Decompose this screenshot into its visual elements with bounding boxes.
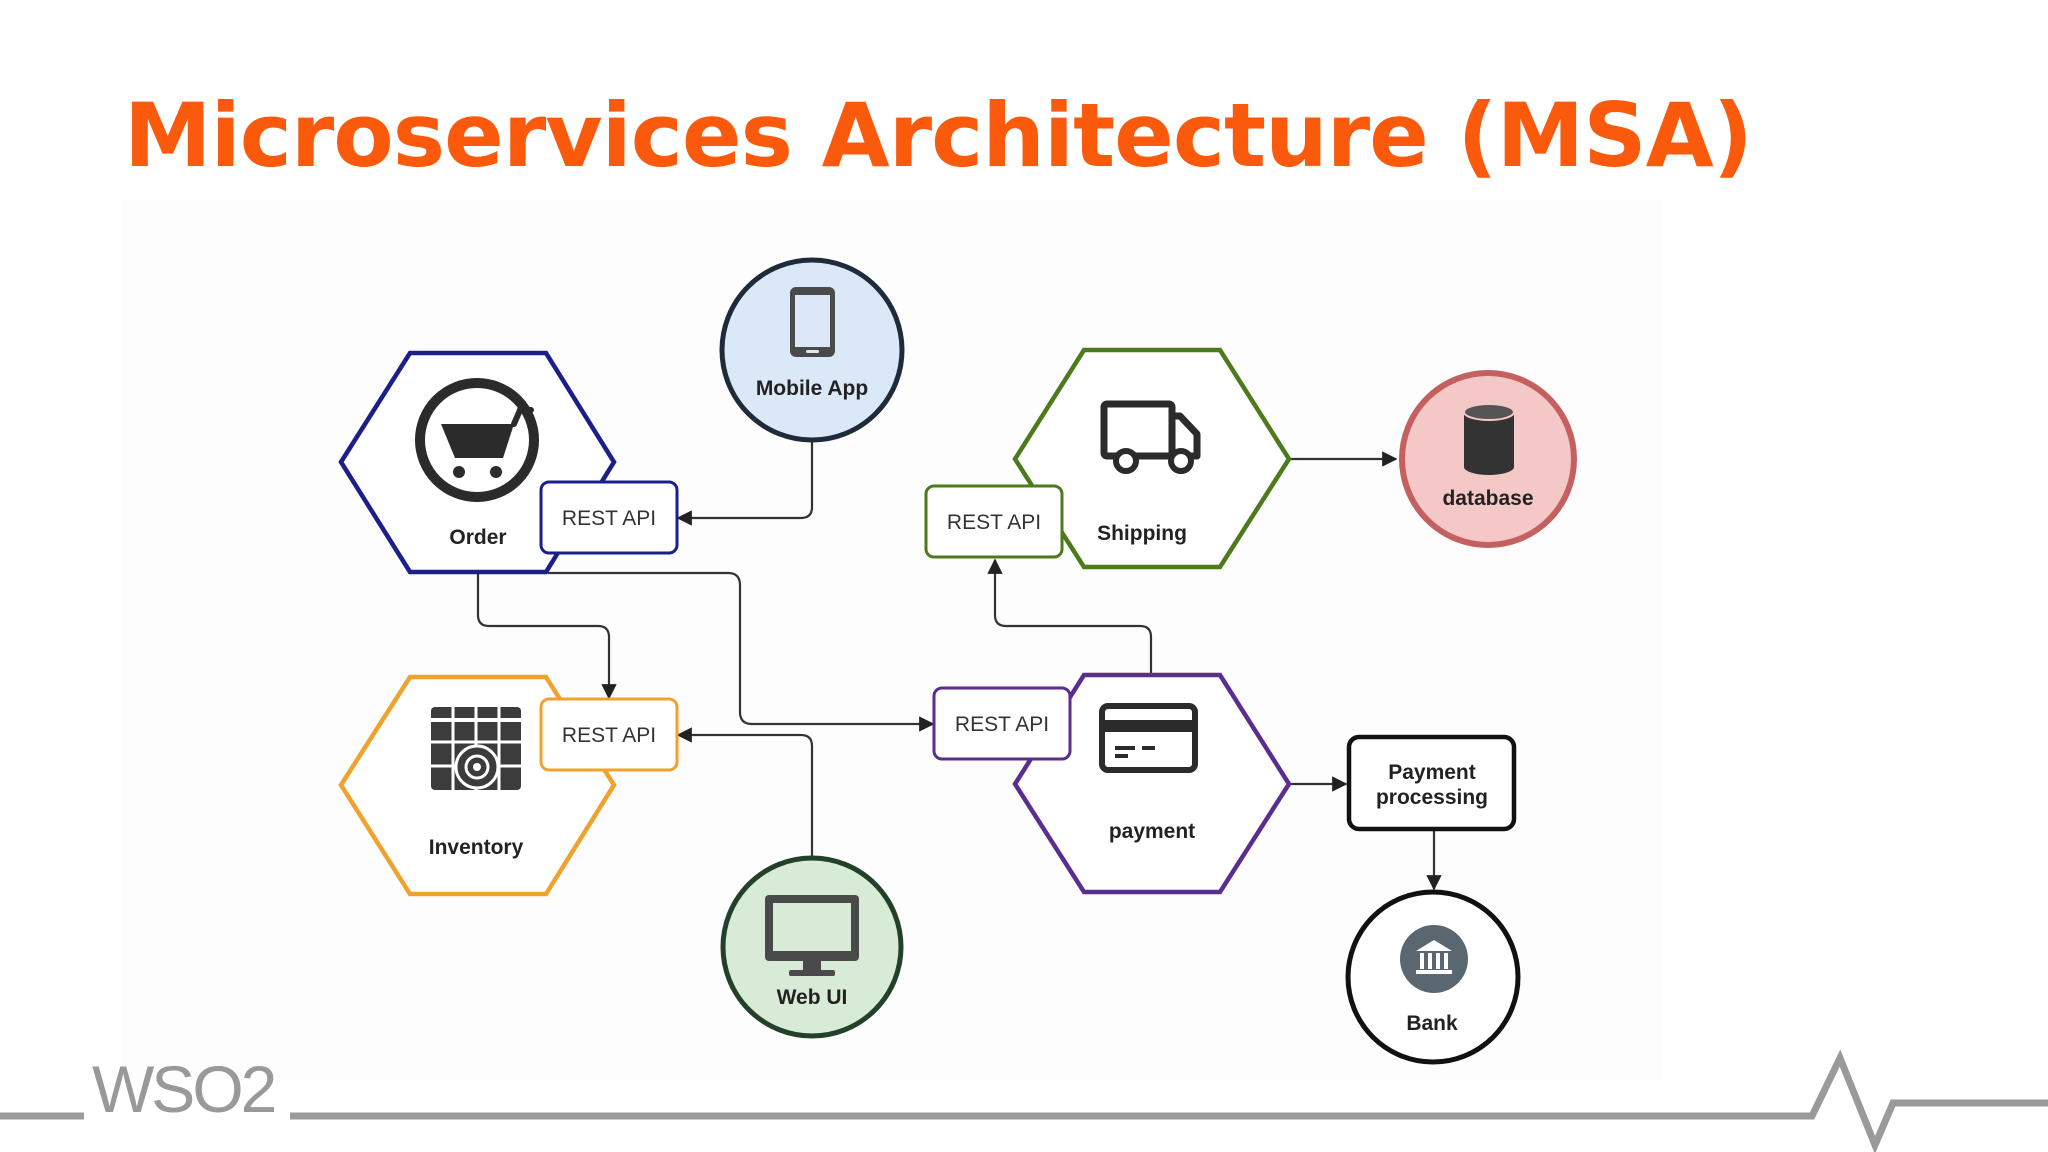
bank-label: Bank [1406,1012,1458,1035]
payment-rest-api-box [932,686,1072,761]
database-label: database [1442,487,1533,510]
database-store: database [1399,370,1577,548]
bank-icon [1400,925,1468,993]
credit-card-icon [1099,703,1198,773]
order-to-payment-arrow [548,571,935,732]
inventory-rest-api-box [539,697,679,772]
inventory-label: Inventory [429,836,524,859]
order-rest-api-box [539,480,679,555]
smartphone-icon [790,287,835,357]
slide-title: Microservices Architecture (MSA) [124,84,1753,187]
mobile-to-order-arrow [676,442,814,526]
order-label: Order [449,526,506,549]
payment-to-shipping-arrow [987,558,1153,673]
mobile-app-client: Mobile App [719,257,905,443]
bank-node: Bank [1345,889,1521,1065]
payment-rest-api-label: REST API [955,713,1049,736]
inventory-rest-api-label: REST API [562,724,656,747]
payment-service: payment REST API [932,672,1292,895]
webui-to-inventory-arrow [676,727,814,858]
inventory-service: Inventory REST API [338,674,679,897]
payment-hexagon [1012,672,1292,895]
shipping-service: Shipping REST API [924,347,1292,570]
payment-processing-line1: Payment [1388,761,1476,784]
monitor-icon [765,895,859,976]
shipping-label: Shipping [1097,522,1187,545]
wso2-logo: WSO2 [92,1052,275,1126]
connectors [476,442,1442,891]
inventory-grid-icon [431,707,521,790]
cylinder-icon [1463,403,1515,475]
footer: WSO2 [0,1049,2048,1152]
shipping-rest-api-box [924,484,1064,559]
shopping-cart-icon [415,378,539,502]
payment-label: payment [1109,820,1195,843]
payment-processing-line2: processing [1376,786,1488,809]
order-to-inventory-arrow [476,573,617,700]
web-ui-label: Web UI [777,986,848,1009]
payment-processing-box: Payment processing [1346,734,1517,832]
order-rest-api-label: REST API [562,507,656,530]
mobile-app-label: Mobile App [756,377,868,400]
web-ui-client: Web UI [720,855,904,1039]
truck-icon [1100,400,1201,474]
shipping-rest-api-label: REST API [947,511,1041,534]
order-service: Order REST API [338,350,679,575]
footer-heartbeat-line [290,1049,2048,1152]
